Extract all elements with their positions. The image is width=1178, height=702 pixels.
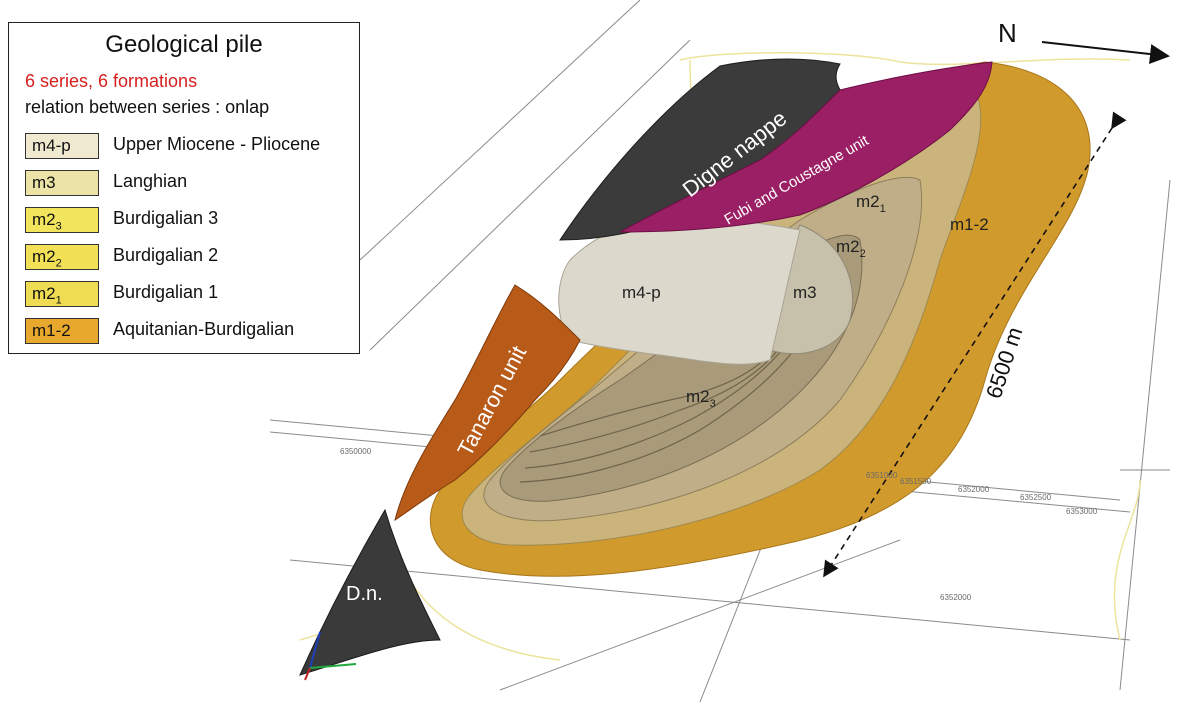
legend-subtitle: 6 series, 6 formations [25,71,198,91]
north-arrow [1041,41,1170,64]
dn-label: D.n. [346,583,383,605]
legend-swatch: m21 [25,281,99,307]
legend-swatch: m22 [25,244,99,270]
svg-text:6350000: 6350000 [340,447,372,456]
axis-gizmo [304,631,357,681]
svg-text:6352000: 6352000 [940,593,972,602]
grid-tick-labels: 6351000 6351500 6352000 6352500 6353000 … [340,447,1098,602]
north-label: N [998,18,1017,48]
dn-surface [299,508,441,676]
m3-label: m3 [793,283,817,302]
legend-relation: relation between series : onlap [25,97,270,117]
tanaron-unit-surface [394,284,581,522]
legend-title: Geological pile [105,31,263,58]
legend-item-name: Langhian [113,171,188,191]
m2-3-label: m23 [686,387,716,410]
legend-item-name: Burdigalian 3 [113,208,219,228]
legend-swatch: m23 [25,207,99,233]
svg-text:6352500: 6352500 [1020,493,1052,502]
formation-m4-p-surface [558,217,801,365]
legend-item-name: Burdigalian 1 [113,282,219,302]
legend-item-name: Aquitanian-Burdigalian [113,319,295,339]
svg-text:6352000: 6352000 [958,485,990,494]
fubi-coustagne-surface [619,61,993,233]
m1-2-label: m1-2 [950,215,989,234]
svg-text:6351000: 6351000 [866,471,898,480]
scale-bar [823,111,1127,578]
svg-text:6351500: 6351500 [900,477,932,486]
m4-p-label: m4-p [622,283,661,302]
svg-text:6353000: 6353000 [1066,507,1098,516]
legend-swatch: m1-2 [25,318,99,344]
legend-swatch: m4-p [25,133,99,159]
legend-item-name: Burdigalian 2 [113,245,219,265]
legend-panel: Geological pile 6 series, 6 formations r… [8,22,360,354]
legend-item-name: Upper Miocene - Pliocene [113,134,321,154]
legend-swatch: m3 [25,170,99,196]
